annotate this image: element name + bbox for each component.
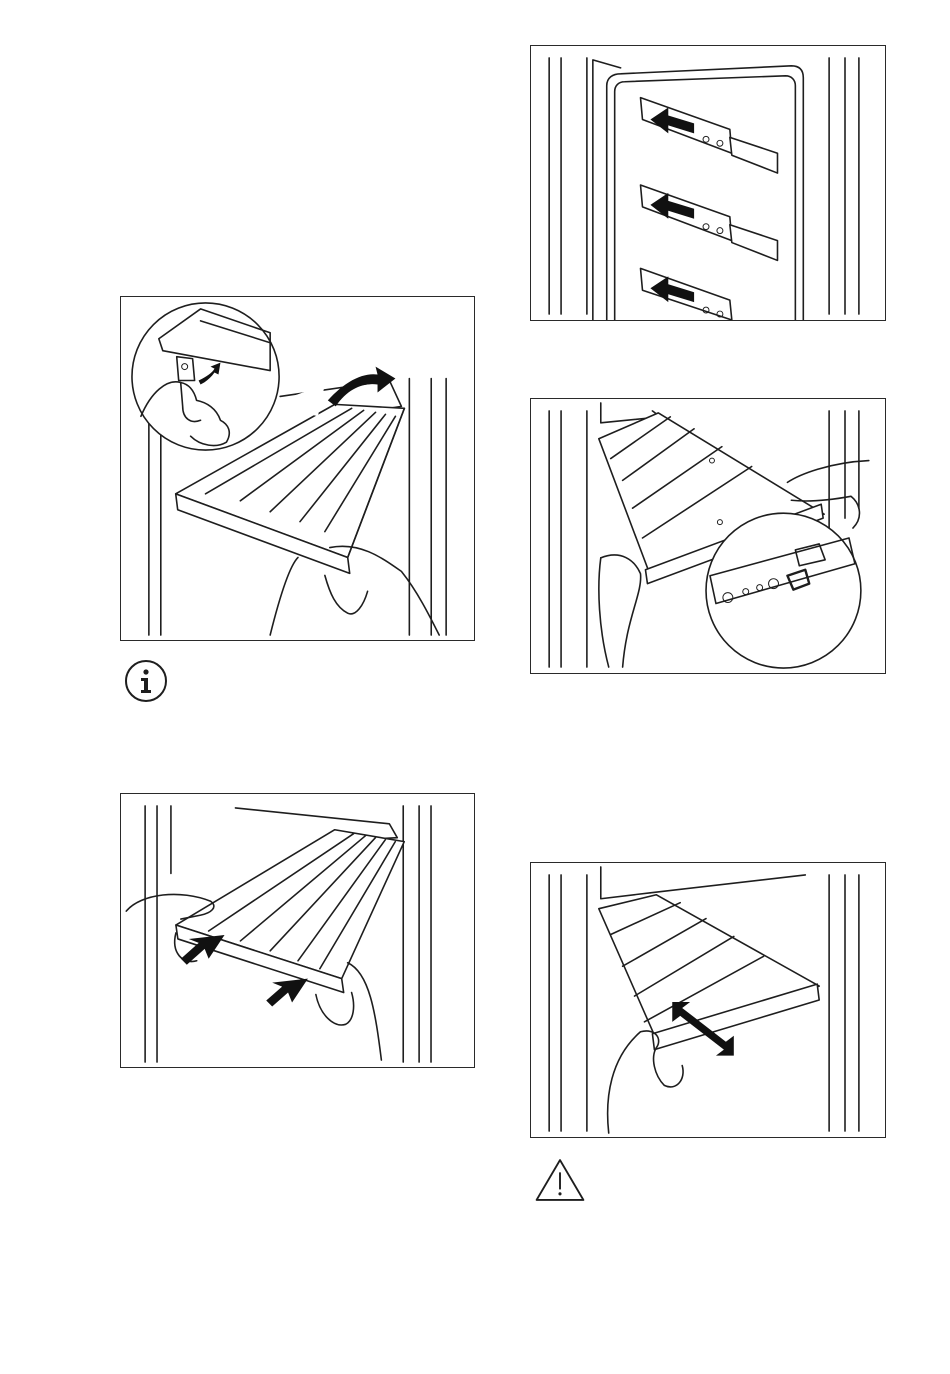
figure-remove-shelf — [120, 296, 475, 641]
figure-insert-shelf — [530, 398, 886, 674]
figure-slide-shelf-out — [120, 793, 475, 1068]
figure-adjust-shelf — [530, 862, 886, 1138]
shelf-lift-illustration — [121, 297, 474, 640]
rail-bottom — [640, 268, 731, 320]
shelf-slide-illustration — [531, 863, 885, 1137]
figure-shelf-rails — [530, 45, 886, 321]
warning-icon — [534, 1157, 586, 1203]
shelf-pull-illustration — [121, 794, 474, 1067]
shelf-insert-illustration — [531, 399, 885, 673]
rail-top — [640, 98, 777, 173]
rail-middle — [640, 185, 777, 260]
shelf-rail-arrows-illustration — [531, 46, 885, 320]
info-icon — [123, 658, 169, 704]
